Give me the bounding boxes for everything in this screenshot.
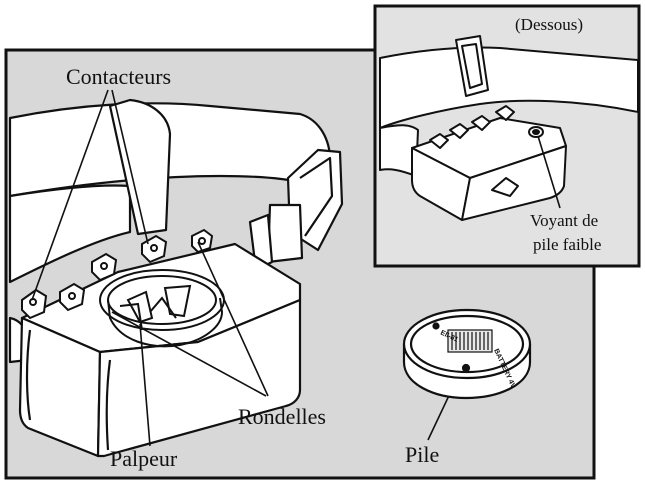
inset-collar-strap [379,35,639,177]
inset-leader-line [537,135,561,209]
label-palpeur: Palpeur [110,446,178,471]
label-contacteurs: Contacteurs [66,64,171,89]
sensor-probe [99,269,225,348]
battery [402,308,532,400]
label-rondelles: Rondelles [238,404,326,429]
label-voyant-line1: Voyant de [530,211,598,230]
contact-posts [21,228,214,320]
label-pile: Pile [405,442,439,467]
label-voyant-line2: pile faible [533,235,601,254]
inset-receiver-box [411,105,567,221]
label-dessous: (Dessous) [515,15,583,34]
